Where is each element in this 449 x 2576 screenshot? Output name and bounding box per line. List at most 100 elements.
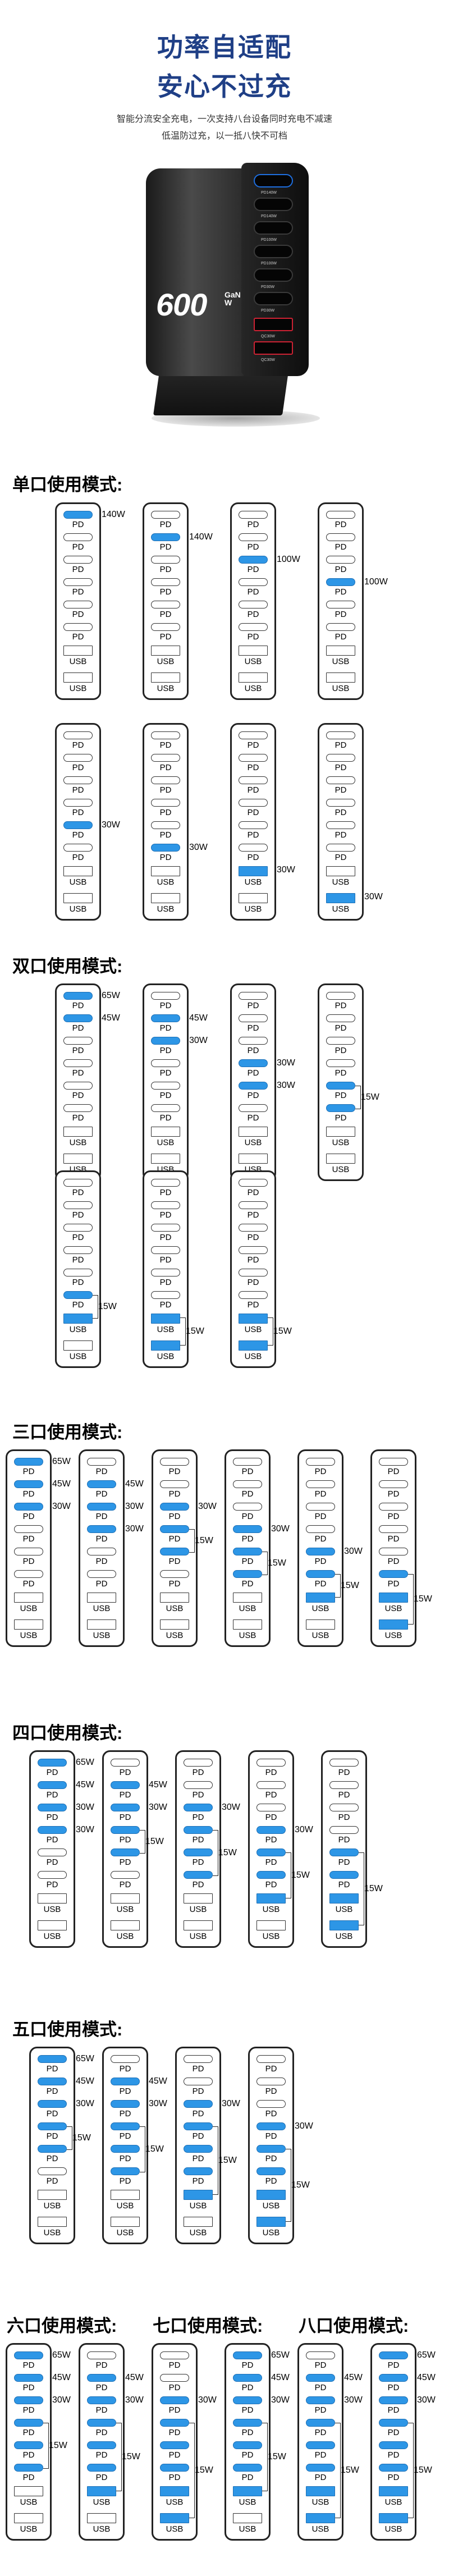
pd-port-slot bbox=[160, 1548, 189, 1555]
usb-port-slot bbox=[63, 672, 93, 683]
wattage-label: 15W bbox=[195, 2465, 213, 2475]
pd-port-slot bbox=[306, 1503, 335, 1511]
pd-port-slot bbox=[306, 1525, 335, 1533]
shared-bracket bbox=[213, 2126, 218, 2195]
pd-port-label: PD bbox=[119, 2176, 131, 2186]
pd-port-label: PD bbox=[338, 1857, 350, 1867]
pd-port-slot bbox=[233, 2374, 262, 2382]
wattage-label: 30W bbox=[125, 1502, 144, 1511]
pd-port-label: PD bbox=[335, 740, 347, 750]
pd-port-label: PD bbox=[265, 2154, 277, 2163]
pd-port-slot bbox=[87, 1548, 116, 1555]
pd-port-slot bbox=[87, 2351, 116, 2359]
usb-port-label: USB bbox=[311, 1604, 329, 1613]
pd-port-label: PD bbox=[241, 1534, 254, 1544]
usb-port-slot bbox=[160, 2513, 189, 2523]
section-title: 双口使用模式: bbox=[12, 957, 123, 976]
pd-port-slot bbox=[14, 1570, 43, 1578]
pd-port-slot bbox=[63, 1082, 93, 1090]
pd-port-label: PD bbox=[159, 542, 172, 552]
wattage-label: 30W bbox=[125, 2395, 144, 2405]
pd-port-label: PD bbox=[159, 520, 172, 529]
pd-port-label: PD bbox=[335, 542, 347, 552]
pd-port-slot bbox=[63, 776, 93, 784]
usb-port-label: USB bbox=[69, 1138, 87, 1147]
pd-port-slot bbox=[233, 1548, 262, 1555]
pd-port-label: PD bbox=[159, 1023, 172, 1033]
wattage-label: 30W bbox=[222, 2099, 240, 2108]
pd-port-label: PD bbox=[335, 587, 347, 597]
pd-port-label: PD bbox=[335, 565, 347, 574]
pd-port-slot bbox=[63, 1104, 93, 1112]
wattage-label: 30W bbox=[189, 1036, 208, 1045]
pd-port-label: PD bbox=[72, 1210, 84, 1220]
pd-port-slot bbox=[63, 1014, 93, 1022]
shared-bracket bbox=[408, 2423, 414, 2518]
usb-port-slot bbox=[160, 1619, 189, 1630]
pd-port-slot bbox=[306, 1480, 335, 1488]
pd-port-label: PD bbox=[335, 1023, 347, 1033]
pd-port-label: PD bbox=[168, 2473, 181, 2482]
section-title: 八口使用模式: bbox=[299, 2316, 409, 2336]
pd-port-label: PD bbox=[265, 1857, 277, 1867]
pd-port-slot bbox=[379, 2374, 408, 2382]
pd-port-label: PD bbox=[72, 1233, 84, 1242]
pd-port-slot bbox=[306, 2464, 335, 2472]
pd-port-label: PD bbox=[159, 763, 172, 772]
pd-port-label: PD bbox=[247, 1046, 259, 1055]
section-title: 五口使用模式: bbox=[12, 2020, 123, 2039]
usb-port-slot bbox=[256, 1920, 286, 1930]
pd-port-slot bbox=[160, 2419, 189, 2427]
usb-port-slot bbox=[326, 646, 355, 656]
pd-port-slot bbox=[326, 556, 355, 564]
usb-port-label: USB bbox=[332, 657, 350, 666]
wattage-label: 140W bbox=[102, 510, 125, 519]
charger-port bbox=[254, 198, 293, 211]
wattage-label: 15W bbox=[291, 1870, 310, 1880]
usb-port-slot bbox=[111, 1920, 140, 1930]
pd-port-label: PD bbox=[159, 587, 172, 597]
pd-port-label: PD bbox=[22, 1489, 35, 1499]
pd-port-slot bbox=[87, 1503, 116, 1511]
charger-port bbox=[254, 292, 293, 305]
pd-port-label: PD bbox=[95, 1467, 108, 1476]
usb-port-label: USB bbox=[166, 1631, 184, 1640]
pd-port-label: PD bbox=[72, 763, 84, 772]
pd-port-slot bbox=[151, 1201, 180, 1209]
pd-port-label: PD bbox=[387, 1579, 400, 1589]
pd-port-label: PD bbox=[72, 1255, 84, 1265]
pd-port-label: PD bbox=[192, 1768, 204, 1777]
pd-port-label: PD bbox=[95, 2450, 108, 2460]
pd-port-slot bbox=[256, 2145, 286, 2153]
pd-port-label: PD bbox=[241, 1467, 254, 1476]
pd-port-label: PD bbox=[168, 1489, 181, 1499]
pd-port-slot bbox=[160, 1570, 189, 1578]
wattage-label: 45W bbox=[189, 1013, 208, 1023]
pd-port-label: PD bbox=[159, 1233, 172, 1242]
usb-port-label: USB bbox=[239, 2524, 256, 2534]
pd-port-label: PD bbox=[314, 2450, 327, 2460]
pd-port-label: PD bbox=[314, 2428, 327, 2437]
pd-port-slot bbox=[326, 821, 355, 829]
wattage-label: 15W bbox=[145, 1837, 164, 1846]
pd-port-label: PD bbox=[335, 785, 347, 795]
usb-port-slot bbox=[14, 1593, 43, 1603]
pd-port-slot bbox=[38, 1781, 67, 1789]
pd-port-label: PD bbox=[159, 1255, 172, 1265]
wattage-label: 45W bbox=[76, 1780, 94, 1790]
usb-port-label: USB bbox=[262, 2228, 280, 2238]
usb-port-label: USB bbox=[189, 2228, 207, 2238]
pd-port-label: PD bbox=[335, 610, 347, 619]
wattage-label: 15W bbox=[414, 1594, 432, 1604]
pd-port-label: PD bbox=[46, 1790, 58, 1800]
usb-port-label: USB bbox=[244, 1325, 262, 1334]
wattage-label: 45W bbox=[149, 2076, 167, 2086]
pd-port-label: PD bbox=[119, 2131, 131, 2141]
pd-port-label: PD bbox=[22, 2473, 35, 2482]
usb-port-slot bbox=[87, 1593, 116, 1603]
subline-2: 低温防过充，以一抵八快不可档 bbox=[161, 131, 287, 141]
